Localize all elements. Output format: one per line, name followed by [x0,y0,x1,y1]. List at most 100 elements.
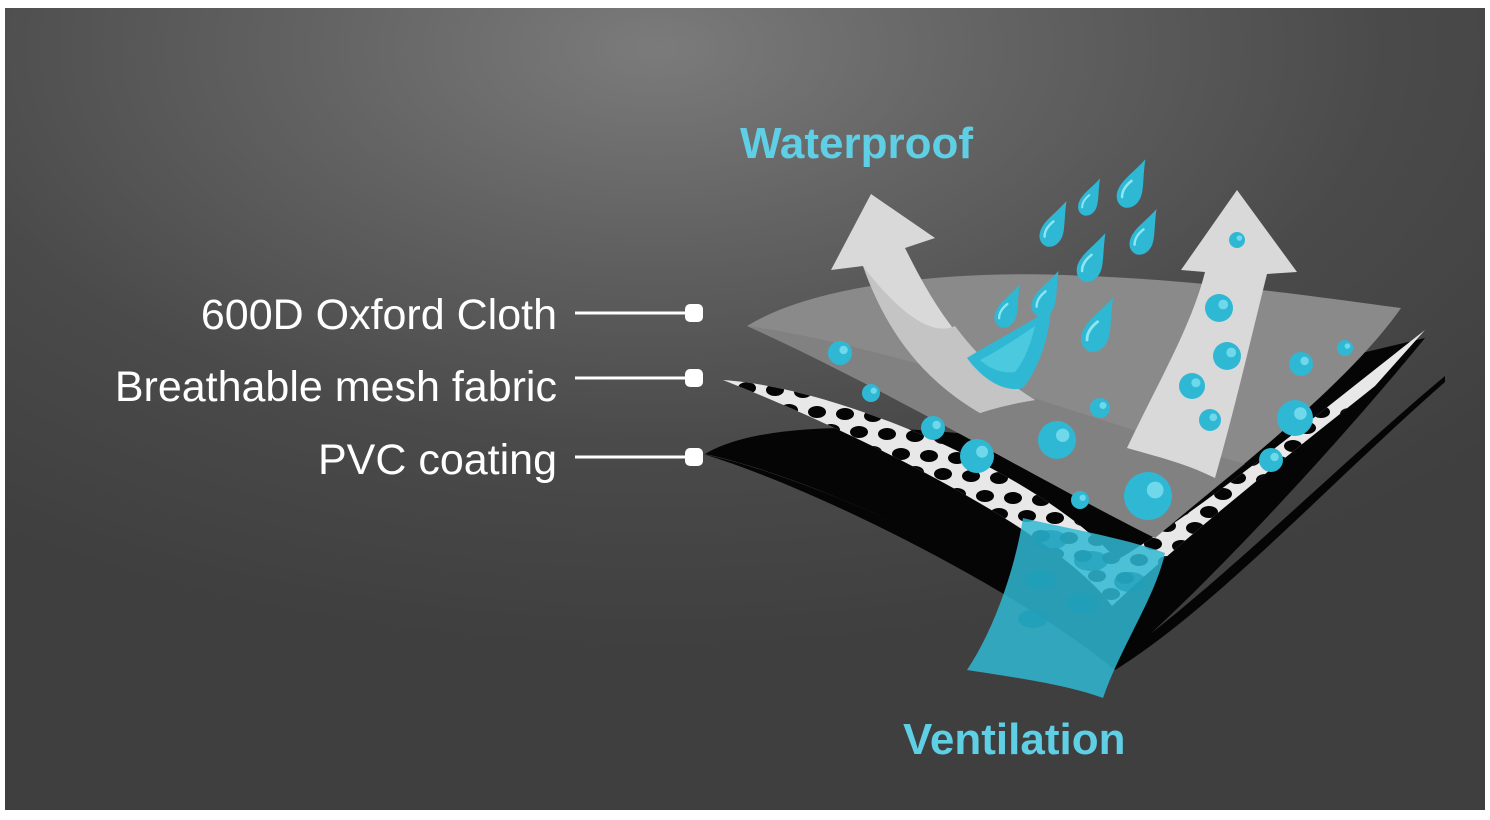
mesh-hole [696,434,714,446]
mesh-hole [864,590,882,602]
water-drop-icon [1129,208,1157,255]
mesh-hole [752,546,770,558]
mesh-hole [723,596,728,606]
mesh-hole [822,604,840,606]
mesh-hole [1326,604,1344,606]
vapour-bubble [862,384,880,402]
mesh-hole [696,542,714,554]
mesh-hole [766,384,784,396]
mesh-hole [1368,626,1386,638]
mesh-hole [934,576,952,588]
mesh-hole [794,566,812,578]
mesh-hole [752,582,770,594]
ventilation-title: Ventilation [903,715,1126,764]
mesh-hole [1298,566,1316,578]
mesh-hole [696,470,714,482]
mesh-hole [794,386,812,398]
mesh-hole [696,578,714,590]
mesh-hole [822,388,840,400]
mesh-hole [1298,530,1316,542]
waterproof-title: Waterproof [740,119,974,168]
mesh-hole [1298,638,1316,650]
vapour-bubble [1213,342,1241,370]
mesh-hole [766,528,784,540]
vapour-bubble [1337,340,1353,356]
fabric-layers-illustration [575,159,1445,698]
mesh-hole [1270,636,1288,648]
mesh-hole [1340,588,1358,600]
vapour-bubble [921,416,945,440]
mesh-hole [1354,462,1372,474]
vapour-bubble [1071,491,1089,509]
vapour-bubble [1179,373,1205,399]
mesh-hole [948,596,966,606]
mesh-hole [1298,602,1316,606]
mesh-hole [1242,598,1260,606]
mesh-hole [1340,480,1358,492]
mesh-hole [766,492,784,504]
mesh-hole [724,364,742,376]
mesh-hole [850,570,868,582]
mesh-hole [878,572,896,584]
mesh-hole [1312,514,1330,526]
connector-lines [575,304,703,466]
label-breathable-mesh: Breathable mesh fabric [114,363,557,411]
mesh-hole [808,514,826,526]
mesh-hole [1368,590,1386,602]
mesh-hole [822,568,840,580]
mesh-hole [1354,570,1372,582]
mesh-hole [1410,574,1425,586]
mesh-hole [920,450,938,462]
mesh-hole [794,494,812,506]
mesh-hole [1018,510,1036,522]
water-drop-icon [994,284,1020,328]
water-drop-icon [1031,270,1059,317]
mesh-hole [836,408,854,420]
mesh-hole [1046,512,1064,524]
mesh-hole [1382,644,1400,656]
mesh-hole [724,508,742,520]
mesh-hole [1382,608,1400,620]
vapour-bubble [1038,421,1076,459]
mesh-hole [920,594,938,606]
mesh-hole [1284,584,1302,596]
mesh-hole [1410,502,1425,514]
mesh-hole [850,534,868,546]
mesh-hole [794,530,812,542]
mesh-hole [990,472,1008,484]
connector-dot-icon [685,369,703,387]
mesh-hole [1396,592,1414,604]
mesh-hole [1396,448,1414,460]
mesh-hole [934,468,952,480]
connector-dot-icon [685,448,703,466]
mesh-hole [738,418,756,430]
mesh-hole [836,588,854,600]
label-oxford-cloth: 600D Oxford Cloth [200,291,557,339]
mesh-hole [1382,464,1400,476]
mesh-hole [780,584,798,596]
mesh-hole [723,416,728,428]
mesh-hole [1410,646,1428,658]
rain-drops [994,159,1157,352]
vapour-bubble [960,439,994,473]
mesh-hole [808,550,826,562]
ventilation-strip-dots [1018,530,1146,628]
mesh-hole [906,610,924,622]
mesh-hole [1368,482,1386,494]
vapour-bubble [1259,448,1283,472]
arrow-up-icon [1127,190,1297,478]
mesh-hole [1326,532,1344,544]
mesh-hole [1312,622,1330,634]
mesh-hole [934,612,952,624]
mesh-hole [1270,600,1288,606]
mesh-hole [850,426,868,438]
mesh-hole [723,560,728,572]
water-drop-icon [1039,200,1067,247]
mesh-hole [1256,618,1274,630]
mesh-hole [1186,630,1204,642]
mesh-hole [766,420,784,432]
mesh-hole [1382,536,1400,548]
ventilation-strip [967,518,1165,698]
mesh-hole [1214,596,1232,606]
mesh-hole [723,488,728,500]
